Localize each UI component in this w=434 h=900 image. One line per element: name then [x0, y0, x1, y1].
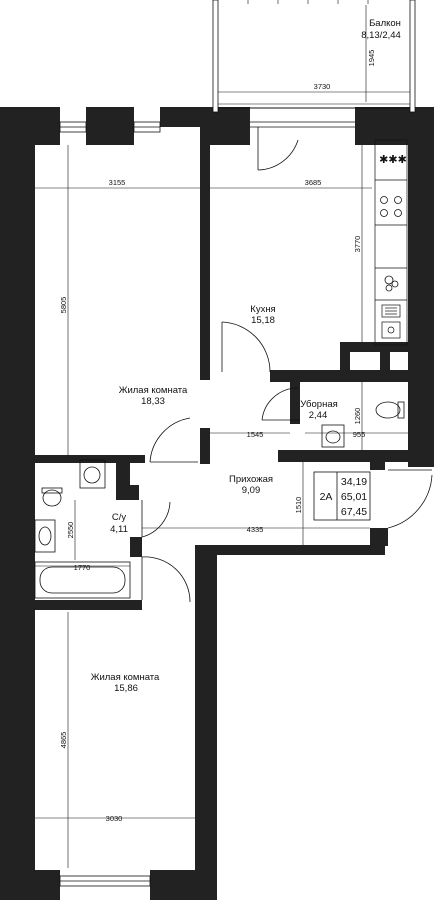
svg-text:✱✱✱: ✱✱✱: [379, 154, 407, 166]
dim-hall-depth: 1510: [294, 497, 303, 514]
dim-balcony-width: 3730: [314, 82, 331, 91]
room-kitchen-name: Кухня: [250, 304, 275, 315]
washer-icon: [384, 275, 399, 292]
room-balcony-area: 8,13/2,44: [361, 30, 401, 41]
room-living2-name: Жилая комната: [91, 672, 160, 683]
dim-living2-length: 4865: [59, 732, 68, 749]
dim-balcony-depth: 1945: [367, 50, 376, 67]
room-hall-area: 9,09: [242, 485, 261, 496]
bath-toilet-icon: [41, 487, 63, 507]
dim-living1-width: 3155: [109, 178, 126, 187]
dim-corridor-length: 4335: [247, 525, 264, 534]
room-bath-name: С/у: [112, 512, 127, 523]
room-balcony-name: Балкон: [369, 18, 401, 29]
dim-living2-width: 3030: [106, 814, 123, 823]
room-kitchen-area: 15,18: [251, 315, 275, 326]
kitchen-sink-icon: [381, 304, 401, 339]
dim-kitchen-width: 3685: [305, 178, 322, 187]
washing-machine-icon: [79, 459, 106, 489]
dimension-lines: [35, 5, 410, 868]
bath-sink-icon: [34, 519, 56, 553]
dim-hall-span: 1545: [247, 430, 264, 439]
total-with-balcony-value: 67,45: [341, 506, 367, 518]
windows: [59, 121, 355, 887]
room-bath-area: 4,11: [110, 524, 128, 535]
stove-icon: [380, 196, 402, 217]
hood-icon: ✱✱✱: [379, 154, 407, 166]
dim-bath-height: 2550: [66, 522, 75, 539]
bathtub-icon: [34, 561, 131, 599]
dim-toilet-height: 1260: [353, 408, 362, 425]
room-toilet-name: Уборная: [300, 399, 338, 410]
dim-living1-length: 5805: [59, 297, 68, 314]
kitchen-counter: [374, 139, 408, 346]
dim-tub-length: 1770: [74, 563, 91, 572]
toilet-icon: [375, 401, 405, 419]
apartment-type: 2А: [320, 491, 333, 503]
walls: [0, 107, 434, 900]
room-living2-area: 15,86: [114, 683, 138, 694]
balcony: [212, 0, 416, 113]
dim-kitchen-length: 3770: [353, 236, 362, 253]
room-hall-name: Прихожая: [229, 474, 273, 485]
apartment-summary-box: 2А 34,19 65,01 67,45: [313, 471, 371, 521]
room-toilet-area: 2,44: [309, 410, 328, 421]
total-area-value: 65,01: [341, 491, 367, 503]
dim-toilet-width: 955: [353, 430, 366, 439]
toilet-sink-icon: [321, 424, 345, 448]
room-living1-area: 18,33: [141, 396, 165, 407]
doors: [141, 127, 433, 603]
room-living1-name: Жилая комната: [119, 385, 188, 396]
living-area-value: 34,19: [341, 476, 367, 488]
